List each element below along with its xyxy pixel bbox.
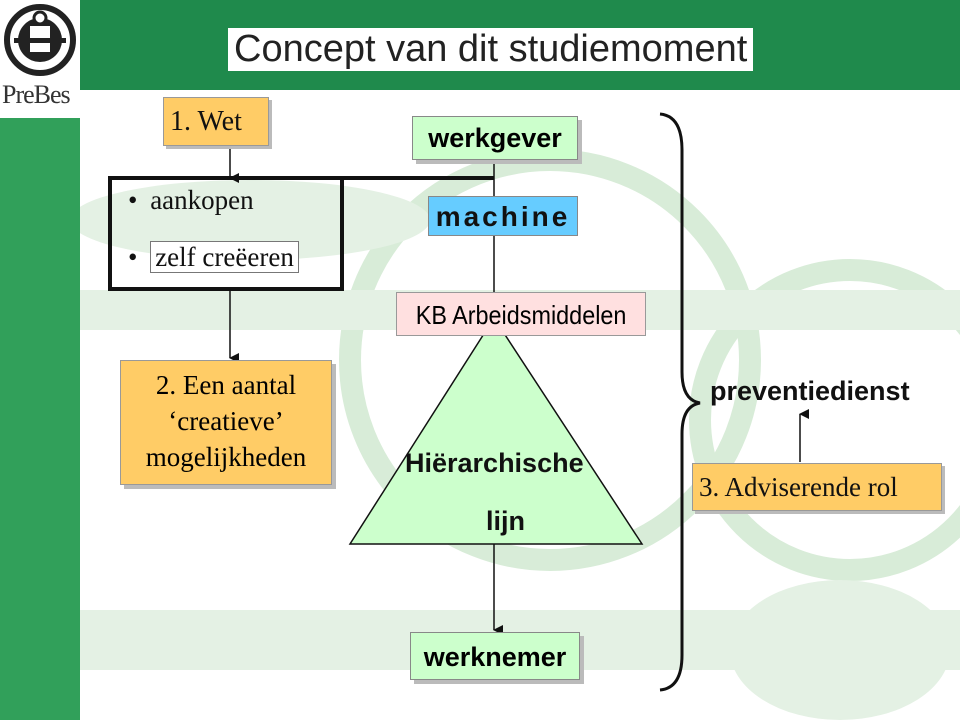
option-label: zelf creëeren bbox=[150, 241, 299, 273]
option-aankopen: • aankopen bbox=[128, 185, 254, 216]
werknemer-label: werknemer bbox=[423, 642, 567, 672]
werkgever-label: werkgever bbox=[428, 123, 562, 153]
kb-label: KB Arbeidsmiddelen bbox=[415, 300, 627, 330]
machine-box: machine bbox=[428, 196, 578, 236]
werknemer-box: werknemer bbox=[410, 632, 580, 680]
law-box: 1. Wet bbox=[163, 97, 269, 146]
possibilities-box: 2. Een aantal ‘creatieve’ mogelijkheden bbox=[120, 360, 332, 485]
hierarchy-line2: lijn bbox=[486, 506, 525, 536]
law-options-frame bbox=[108, 176, 344, 291]
prevention-label: preventiedienst bbox=[710, 376, 910, 406]
prebes-logo: PreBes bbox=[0, 0, 80, 118]
logo-text: PreBes bbox=[2, 80, 71, 109]
kb-box: KB Arbeidsmiddelen bbox=[396, 292, 646, 336]
machine-label: machine bbox=[435, 201, 571, 232]
possibilities-line: 2. Een aantal bbox=[155, 370, 297, 400]
possibilities-line: mogelijkheden bbox=[145, 442, 307, 472]
law-label: 1. Wet bbox=[170, 106, 242, 137]
hierarchy-line1: Hiërarchische bbox=[405, 448, 584, 478]
prevention-brace bbox=[659, 112, 701, 692]
bullet-icon: • bbox=[128, 185, 138, 215]
possibilities-line: ‘creatieve’ bbox=[168, 406, 284, 436]
hierarchy-triangle bbox=[348, 316, 644, 545]
background-watermark bbox=[80, 149, 960, 720]
option-label: aankopen bbox=[150, 185, 254, 215]
page-title: Concept van dit studiemoment bbox=[228, 28, 754, 71]
option-zelf-creeeren: • zelf creëeren bbox=[128, 241, 299, 273]
logo-emblem-icon bbox=[4, 4, 76, 76]
bullet-icon: • bbox=[128, 242, 138, 272]
advisory-box: 3. Adviserende rol bbox=[692, 463, 942, 511]
werkgever-box: werkgever bbox=[412, 116, 578, 160]
sidebar-band bbox=[0, 0, 80, 720]
advisory-label: 3. Adviserende rol bbox=[699, 472, 898, 502]
